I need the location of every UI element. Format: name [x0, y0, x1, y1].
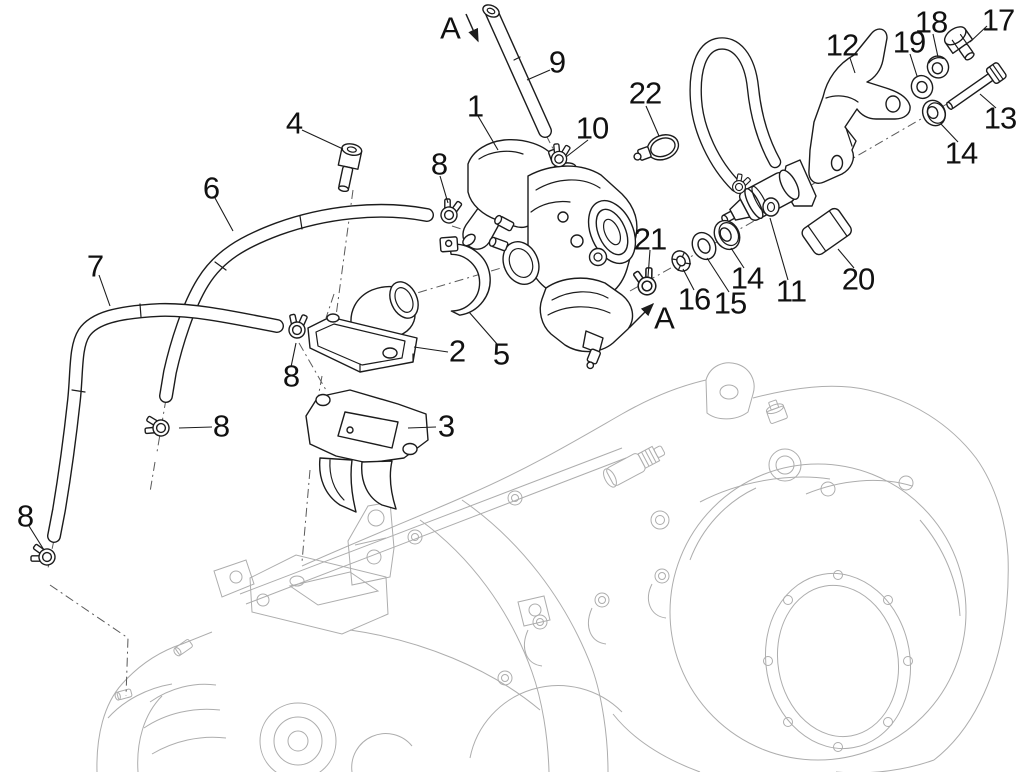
view-arrow-top [465, 13, 479, 43]
hose-7 [47, 302, 284, 543]
part-number-label: 14 [944, 135, 978, 171]
part-number-label: 21 [633, 221, 667, 257]
washer-14-valve [713, 219, 741, 251]
washer-18 [926, 55, 950, 79]
part-number-label: 5 [492, 336, 510, 372]
bracket-12 [808, 28, 911, 184]
part-number-label: 20 [841, 261, 875, 297]
part-number-label: 9 [548, 44, 566, 80]
part-number-label: 8 [430, 146, 448, 182]
breather-tube-9 [482, 4, 552, 138]
reed-valve-3 [305, 389, 429, 513]
part-number-label: 17 [981, 2, 1015, 38]
part-number-label: 19 [892, 24, 926, 60]
part-number-label: 6 [202, 170, 220, 206]
screw-4 [337, 143, 363, 193]
part-number-label: 14 [730, 260, 764, 296]
part-number-label: 15 [713, 285, 747, 321]
clamp-21 [631, 265, 660, 298]
part-number-label: 2 [448, 333, 466, 369]
part-number-label: 7 [86, 248, 104, 284]
clip-8-carburetor [436, 195, 464, 227]
clip-8-hose7-end [285, 311, 309, 340]
clip-8-hose6-end [142, 414, 172, 440]
solenoid-valve-11 [721, 159, 817, 224]
clip-8-bottom [27, 542, 59, 570]
u-bend-hose [689, 37, 782, 193]
intake-manifold-2 [307, 281, 419, 373]
washer-19 [910, 74, 934, 100]
part-number-label: 13 [983, 100, 1017, 136]
view-marker-label: A [440, 10, 461, 46]
leader-lines [28, 25, 997, 551]
part-number-label: 4 [285, 105, 303, 141]
clamp-5 [439, 236, 491, 316]
carburetor-1 [462, 138, 638, 370]
view-arrow-detail [628, 302, 655, 329]
washer-14-bracket [921, 99, 947, 127]
hose-6 [159, 203, 434, 403]
part-number-label: 22 [628, 75, 662, 111]
bolt-17 [943, 26, 975, 61]
part-number-label: 8 [16, 498, 34, 534]
view-marker-label: A [654, 300, 675, 336]
engine-assembly [96, 362, 1009, 772]
part-number-label: 12 [825, 27, 859, 63]
bolt-13 [946, 62, 1007, 110]
part-number-label: 1 [466, 88, 484, 124]
part-number-label: 10 [575, 110, 609, 146]
lock-nut-16 [671, 250, 692, 272]
part-number-label: 16 [677, 281, 711, 317]
rubber-cover-20 [801, 207, 852, 256]
washer-15 [691, 231, 717, 261]
clamp-22 [633, 134, 680, 161]
part-number-label: 3 [437, 408, 455, 444]
part-number-label: 8 [212, 408, 230, 444]
part-number-label: 8 [282, 358, 300, 394]
part-number-label: 18 [914, 4, 948, 40]
part-number-label: 11 [775, 273, 807, 309]
